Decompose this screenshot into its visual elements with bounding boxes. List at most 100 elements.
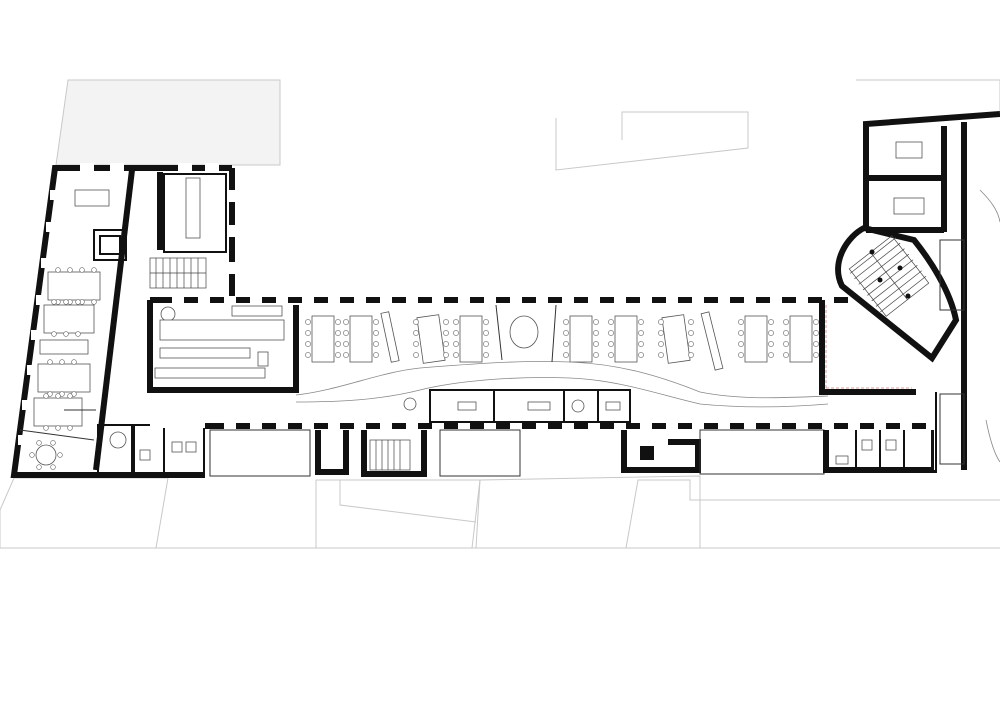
window-opening (900, 422, 912, 430)
east-service-rooms (823, 430, 937, 473)
desk-chair (658, 352, 664, 358)
desk-chair (783, 319, 789, 325)
desk-chair (608, 319, 614, 325)
window-opening (562, 296, 574, 304)
window-opening (276, 296, 288, 304)
window-opening (666, 296, 678, 304)
desk-chair (593, 330, 599, 336)
desk-cluster (614, 315, 638, 363)
south-core-c (621, 430, 701, 473)
table-chair (57, 452, 63, 458)
window-opening (536, 422, 548, 430)
south-core-a (315, 430, 349, 475)
window-opening (874, 422, 886, 430)
table-chair (36, 464, 42, 470)
window-opening (562, 422, 574, 430)
east-meeting-table-a (895, 141, 923, 159)
desk-chair (783, 341, 789, 347)
table-chair (50, 440, 56, 446)
desk-chair (738, 330, 744, 336)
window-opening (354, 296, 366, 304)
desk-chair (813, 319, 819, 325)
window-opening (822, 422, 834, 430)
desk-chair (373, 352, 379, 358)
desk-chair (563, 330, 569, 336)
round-meeting-table (109, 431, 127, 449)
desk-chair (738, 341, 744, 347)
desk-cluster (569, 315, 593, 363)
window-opening (328, 422, 340, 430)
desk-chair (688, 330, 694, 336)
context-block-southwest (0, 477, 169, 549)
desk-chair (413, 319, 419, 325)
desk-chair (638, 330, 644, 336)
meeting-room (597, 389, 631, 423)
window-opening (614, 422, 626, 430)
central-south-rooms (209, 429, 825, 477)
west-wing-meeting-room (163, 173, 227, 253)
central-meeting-rooms (403, 389, 631, 423)
desk-chair (305, 341, 311, 347)
desk-chair (335, 319, 341, 325)
desk-chair (67, 425, 73, 431)
desk-chair (343, 319, 349, 325)
round-meeting-table (509, 315, 539, 349)
window-opening (744, 422, 756, 430)
desk-chair (55, 393, 61, 399)
window-opening (458, 422, 470, 430)
central-corridor-curve-south (295, 377, 829, 408)
desk-chair (51, 331, 57, 337)
east-wing (835, 111, 1000, 470)
desk-chair (67, 267, 73, 273)
desk-chair (593, 319, 599, 325)
window-opening (224, 422, 236, 430)
desk-cluster (380, 311, 400, 363)
window-opening (406, 422, 418, 430)
desk-cluster (744, 315, 768, 363)
window-opening (666, 422, 678, 430)
central-hall-table-c (154, 367, 266, 379)
desk-chair (483, 319, 489, 325)
context-block-northwest (56, 80, 280, 165)
west-wing-stair (149, 257, 207, 289)
window-opening (432, 296, 444, 304)
east-meeting-table-b (893, 197, 925, 215)
window-opening (354, 422, 366, 430)
east-stair-tower (835, 224, 960, 363)
desk-chair (51, 299, 57, 305)
stair-column (877, 277, 883, 283)
east-wing-outer-wall (863, 111, 1000, 230)
desk-chair (453, 341, 459, 347)
central-desks (305, 311, 819, 371)
desk-chair (638, 352, 644, 358)
desk-chair (443, 330, 449, 336)
desk-chair (305, 352, 311, 358)
desk-cluster (37, 363, 91, 393)
central-column (160, 306, 176, 322)
context-block-south-east (471, 475, 701, 549)
window-opening (926, 422, 938, 430)
desk-cluster (74, 189, 110, 207)
desk-chair (443, 352, 449, 358)
desk-chair (813, 330, 819, 336)
desk-chair (688, 319, 694, 325)
window-opening (692, 422, 704, 430)
window-opening (432, 422, 444, 430)
window-opening (588, 296, 600, 304)
east-wing-curve (979, 189, 1000, 223)
central-corridor-curve-north (295, 361, 829, 399)
desk-chair (738, 352, 744, 358)
desk-chair (305, 319, 311, 325)
desk-cluster (459, 315, 483, 363)
window-opening (250, 296, 262, 304)
desk-chair (305, 330, 311, 336)
desk-chair (813, 341, 819, 347)
desk-chair (335, 330, 341, 336)
desk-chair (768, 341, 774, 347)
desk-chair (71, 359, 77, 365)
desk-chair (658, 330, 664, 336)
window-opening (198, 296, 210, 304)
desk-chair (343, 341, 349, 347)
window-opening (692, 296, 704, 304)
